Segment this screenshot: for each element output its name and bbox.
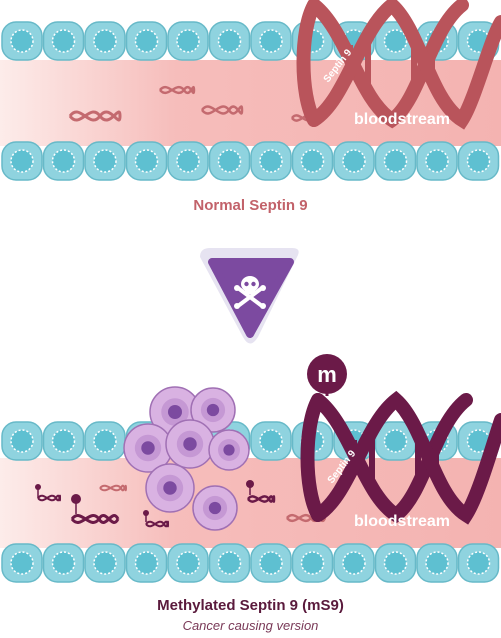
vessel-cell: [1, 141, 43, 181]
bloodstream-label-top: bloodstream: [354, 111, 450, 128]
caption-methylated-subtitle: Cancer causing version: [182, 618, 319, 633]
vessel-cell: [457, 141, 500, 181]
methylated-dna-fragment-icon: [246, 480, 276, 503]
dna-fragment-icon: [159, 85, 196, 95]
vessel-cell: [457, 421, 500, 461]
vessel-wall-top-lower: [1, 141, 500, 181]
skull-crossbones-icon: [234, 276, 266, 309]
methyl-marker-icon: [307, 354, 347, 394]
vessel-cell: [374, 141, 417, 181]
methylated-dna-fragment-icon: [35, 484, 61, 502]
vessel-cell: [416, 141, 458, 181]
vessel-cell: [457, 543, 500, 583]
tumor-cell-cluster: [123, 386, 250, 531]
vessel-cell: [42, 543, 85, 583]
caption-methylated: Methylated Septin 9 (mS9): [157, 597, 344, 614]
vessel-cell: [291, 543, 334, 583]
caption-normal: Normal Septin 9: [193, 197, 308, 214]
vessel-cell: [84, 141, 126, 181]
vessel-cell: [374, 543, 417, 583]
dna-fragment-icon: [99, 484, 127, 492]
dna-helix-normal-icon: [296, 0, 501, 130]
vessel-cell: [84, 543, 126, 583]
methyl-marker-letter: m: [317, 362, 337, 387]
vessel-cell: [84, 21, 126, 61]
vessel-cell: [167, 21, 209, 61]
bloodstream-label-bottom: bloodstream: [354, 513, 450, 530]
vessel-cell: [84, 421, 126, 461]
dna-fragment-icon: [68, 110, 122, 122]
vessel-cell: [42, 421, 85, 461]
tumor-cell: [165, 419, 215, 469]
tumor-cell: [145, 463, 195, 513]
vessel-cell: [374, 421, 417, 461]
vessel-cell: [42, 21, 85, 61]
vessel-cell: [125, 543, 168, 583]
vessel-cell: [416, 543, 458, 583]
vessel-cell: [42, 141, 85, 181]
methylated-dna-fragment-icon: [70, 494, 120, 524]
vessel-cell: [291, 141, 334, 181]
dna-helix-methylated-icon: [300, 390, 501, 525]
tumor-cell: [123, 423, 173, 473]
vessel-cell: [333, 141, 375, 181]
vessel-cell: [167, 543, 209, 583]
vessel-cell: [167, 141, 209, 181]
vessel-cell: [1, 21, 43, 61]
tumor-cell: [192, 485, 238, 531]
vessel-cell: [208, 141, 251, 181]
dna-fragment-icon: [201, 105, 244, 115]
vessel-cell: [125, 141, 168, 181]
vessel-cell: [250, 543, 292, 583]
vessel-cell: [125, 21, 168, 61]
methylated-dna-fragment-icon: [143, 510, 169, 528]
vessel-cell: [1, 421, 43, 461]
vessel-cell: [250, 141, 292, 181]
vessel-cell: [250, 21, 292, 61]
vessel-cell: [208, 21, 251, 61]
vessel-cell: [250, 421, 292, 461]
tumor-cell: [190, 387, 236, 433]
vessel-wall-bottom-lower: [1, 543, 500, 583]
vessel-cell: [1, 543, 43, 583]
vessel-cell: [333, 543, 375, 583]
tumor-cell: [208, 429, 250, 471]
vessel-cell: [208, 543, 251, 583]
